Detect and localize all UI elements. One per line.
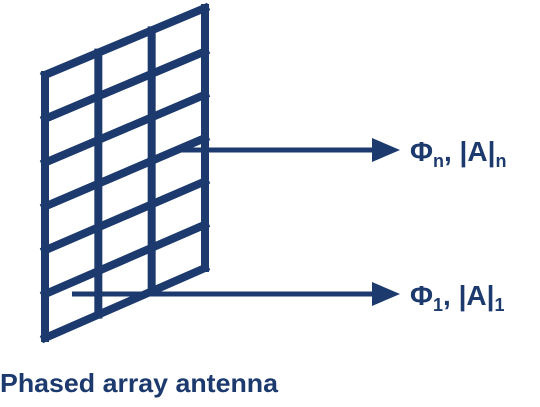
grid-row-line	[39, 262, 211, 344]
diagram-caption: Phased array antenna	[0, 368, 279, 398]
arrow-element-1	[72, 282, 400, 306]
phase-symbol: Φ	[410, 280, 433, 311]
grid-row-line	[39, 219, 211, 300]
phase-subscript: 1	[433, 295, 443, 315]
element-1-label: Φ1, |A|1	[410, 280, 504, 315]
amplitude-subscript: n	[495, 151, 506, 171]
grid-row-line	[39, 2, 211, 81]
grid-row-line	[39, 89, 211, 168]
element-n-label: Φn, |A|n	[410, 136, 506, 171]
separator: ,	[444, 136, 460, 167]
phase-subscript: n	[433, 151, 444, 171]
amplitude-symbol: |A|	[460, 136, 496, 167]
amplitude-symbol: |A|	[459, 280, 495, 311]
separator: ,	[443, 280, 459, 311]
phase-symbol: Φ	[410, 136, 433, 167]
amplitude-subscript: 1	[494, 295, 504, 315]
grid-row-line	[39, 176, 211, 256]
antenna-panel-grid	[39, 2, 211, 344]
grid-row-line	[39, 46, 211, 125]
arrow-element-n	[173, 138, 400, 162]
